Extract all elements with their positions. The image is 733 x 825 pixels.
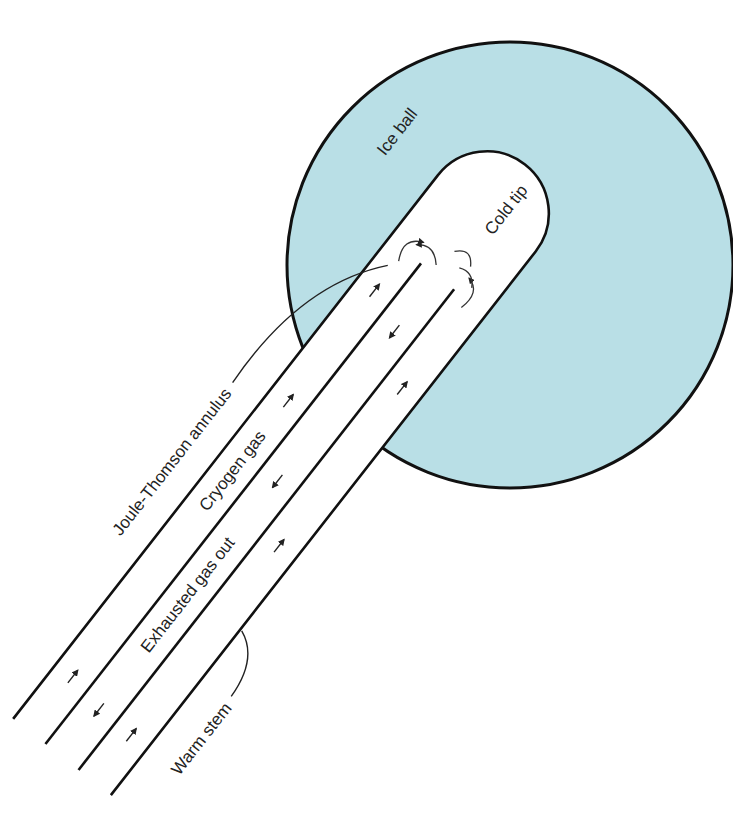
- leader-line: [232, 234, 388, 414]
- flow-arrow: [397, 382, 407, 395]
- flow-arrows: [62, 284, 444, 741]
- flow-arrow: [283, 394, 293, 407]
- flow-arrow: [370, 284, 380, 297]
- part-label: Warm stem: [168, 700, 236, 779]
- expansion-swirls: [395, 220, 491, 310]
- flow-arrow: [390, 325, 400, 338]
- probe-outer-wall: [13, 126, 574, 795]
- flow-arrow: [273, 475, 283, 488]
- flow-arrow: [94, 703, 104, 716]
- probe-body: [13, 126, 574, 795]
- flow-arrow: [126, 729, 136, 742]
- flow-arrow: [274, 540, 284, 553]
- leader-line: [206, 631, 267, 696]
- inner-tube-wall: [45, 263, 421, 744]
- flow-arrow: [68, 670, 78, 683]
- inner-tube-wall: [79, 289, 455, 770]
